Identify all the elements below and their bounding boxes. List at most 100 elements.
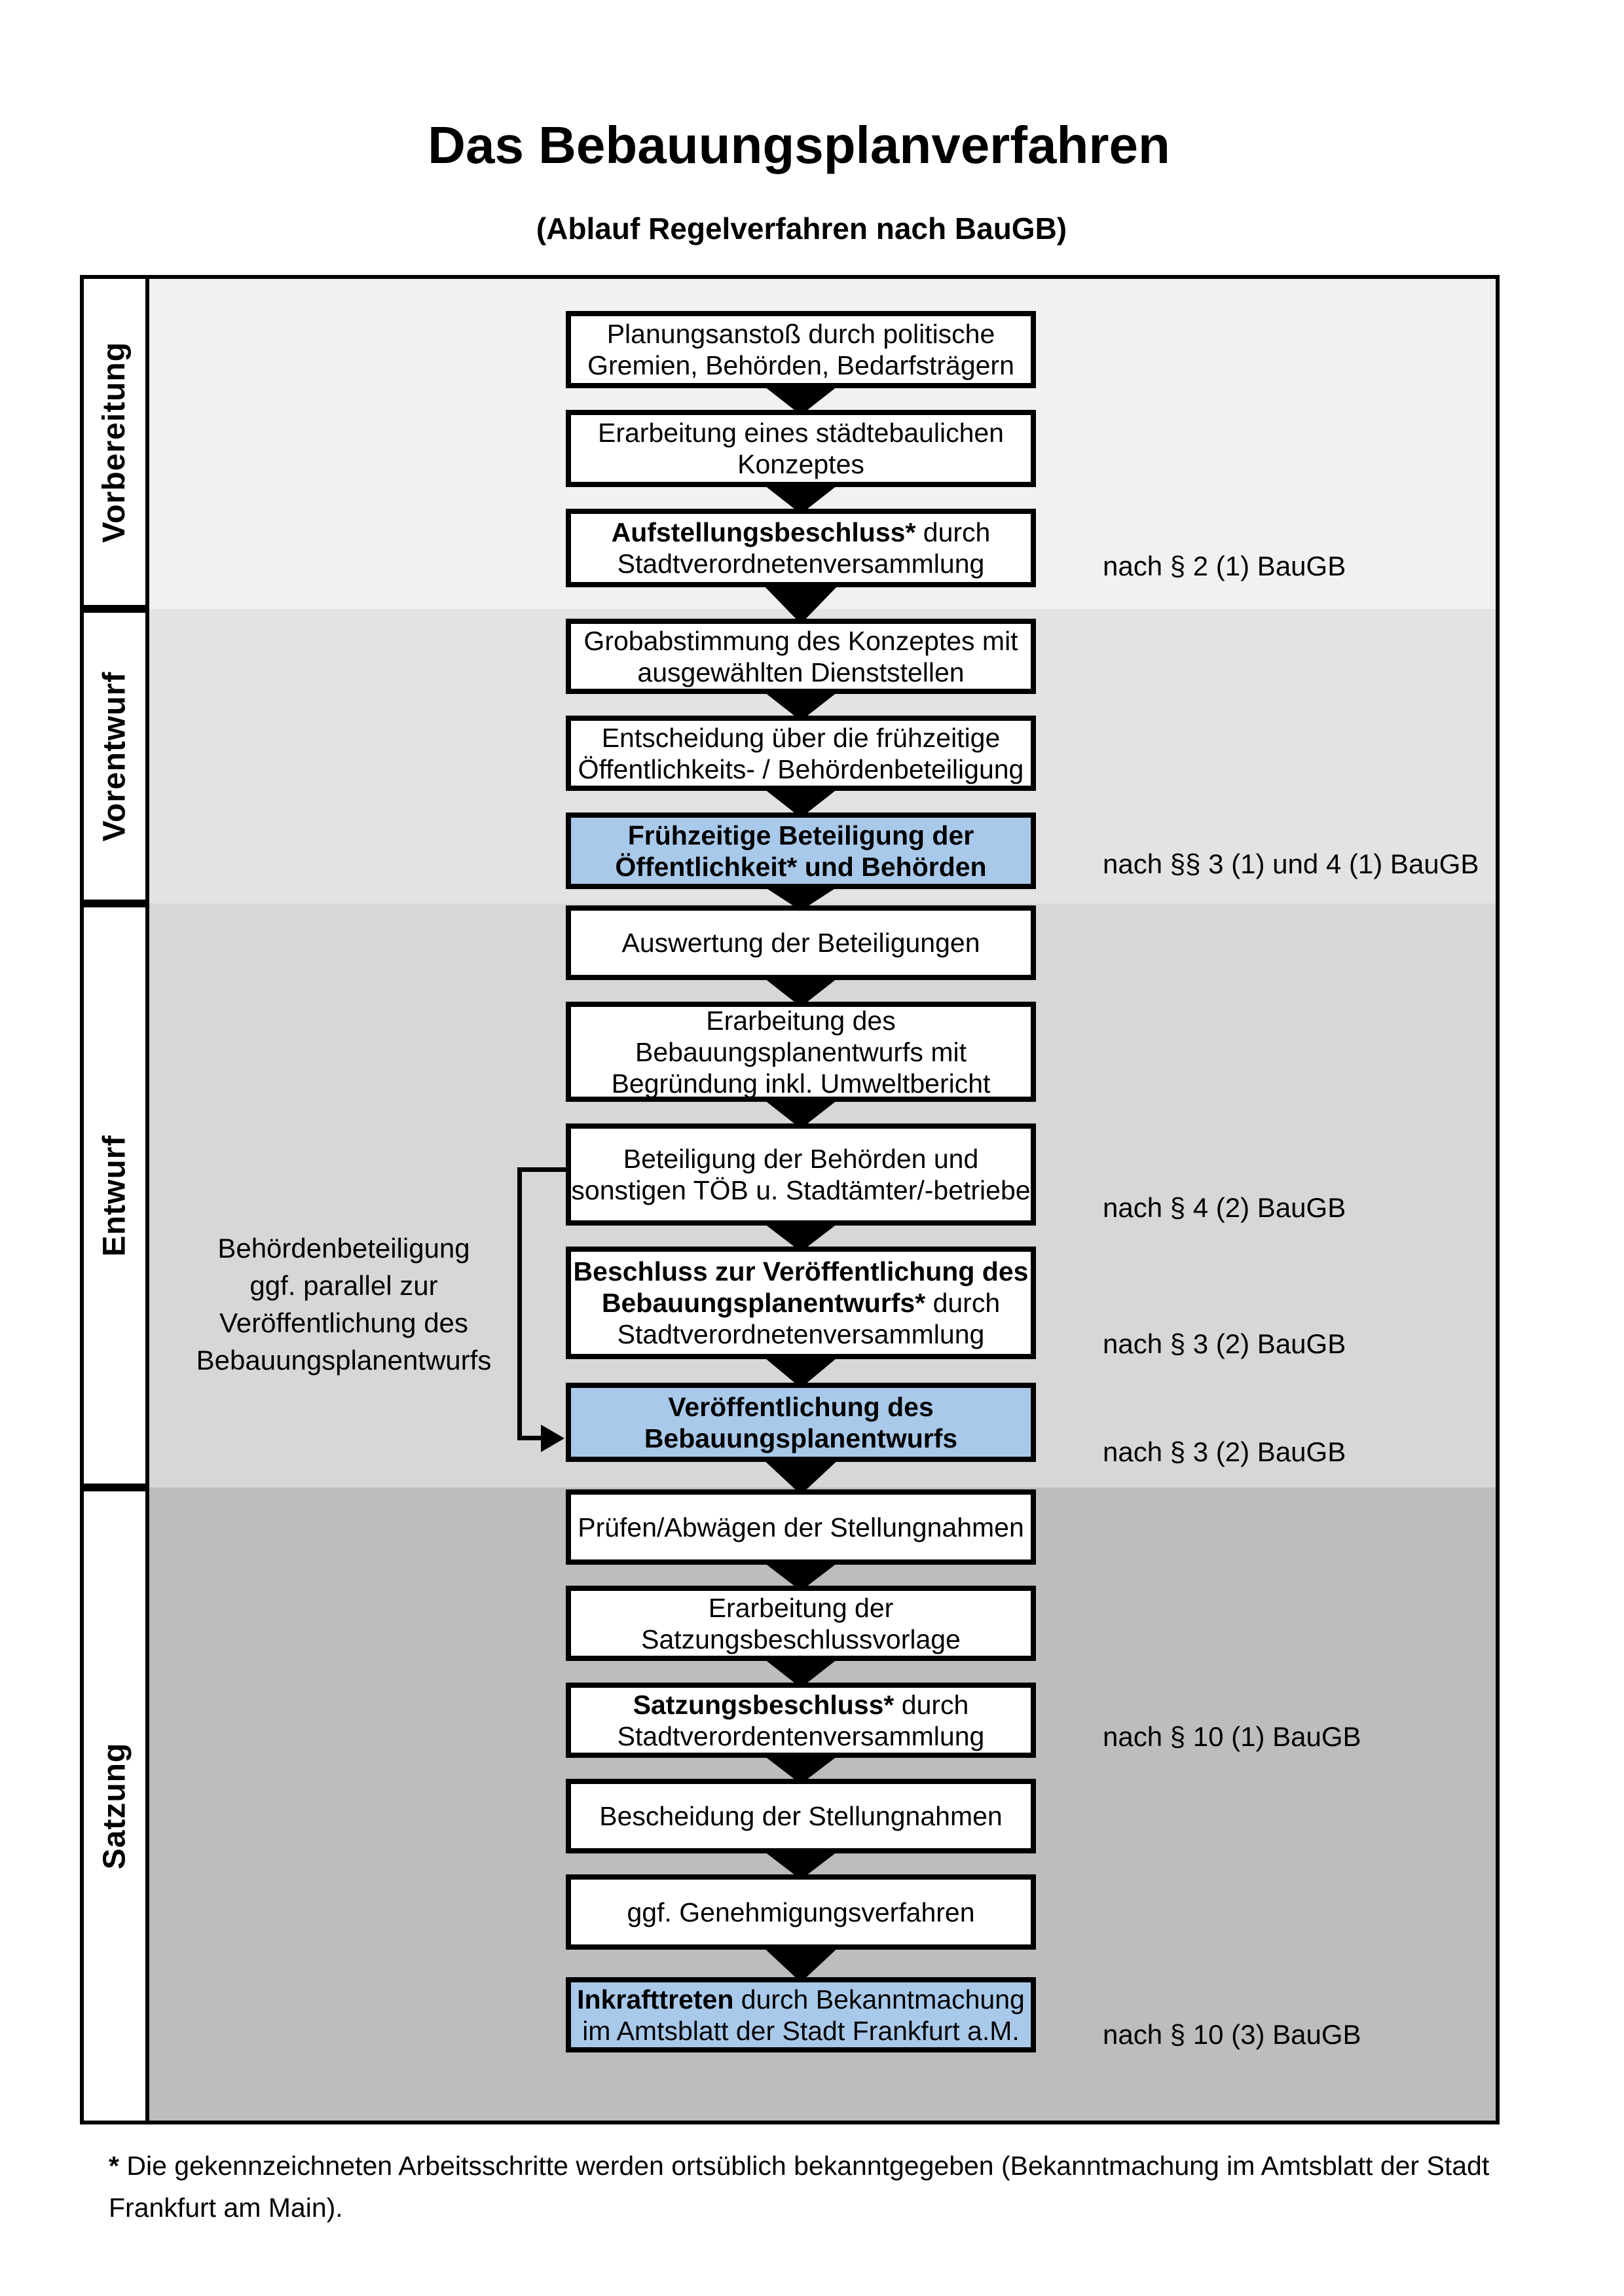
- box-line: Öffentlichkeits- / Behördenbeteiligung: [578, 754, 1024, 785]
- down-arrow-icon: [762, 1850, 840, 1880]
- legal-ref-b17: nach § 10 (3) BauGB: [1103, 2019, 1361, 2050]
- legal-ref-b11: nach § 3 (2) BauGB: [1103, 1436, 1346, 1467]
- flow-box-b15: Bescheidung der Stellungnahmen: [566, 1779, 1036, 1853]
- flow-box-b16: ggf. Genehmigungsverfahren: [566, 1874, 1036, 1950]
- text-segment: Frühzeitige Beteiligung der: [627, 820, 974, 850]
- phase-label-cell-satzung: Satzung: [80, 1487, 149, 2124]
- text-segment: im Amtsblatt der Stadt Frankfurt a.M.: [582, 2015, 1020, 2046]
- box-line: Beschluss zur Veröffentlichung des: [574, 1256, 1029, 1287]
- parallel-note-line: Bebauungsplanentwurfs: [196, 1345, 492, 1376]
- box-line: sonstigen TÖB u. Stadtämter/-betriebe: [571, 1175, 1030, 1206]
- flow-box-b12: Prüfen/Abwägen der Stellungnahmen: [566, 1489, 1036, 1565]
- text-segment: Stadtverordentenversammlung: [617, 1721, 985, 1751]
- legal-ref-b10: nach § 3 (2) BauGB: [1103, 1328, 1346, 1359]
- text-segment: Beteiligung der Behörden und: [623, 1144, 979, 1174]
- text-segment: Gremien, Behörden, Bedarfsträgern: [587, 350, 1014, 380]
- text-segment: Entscheidung über die frühzeitige: [601, 722, 1001, 753]
- footnote-line: Frankfurt am Main).: [109, 2187, 1562, 2229]
- text-segment: Auswertung der Beteiligungen: [621, 928, 980, 958]
- down-arrow-icon: [762, 1946, 840, 1982]
- box-line: Stadtverordnetenversammlung: [618, 1319, 985, 1350]
- down-arrow-icon: [762, 690, 840, 721]
- box-line: Veröffentlichung des: [668, 1391, 934, 1423]
- box-line: Inkrafttreten durch Bekanntmachung: [577, 1984, 1025, 2015]
- text-segment: Bebauungsplanentwurfs: [644, 1423, 958, 1453]
- text-segment: Inkrafttreten: [577, 1984, 734, 2014]
- text-segment: Bebauungsplanentwurfs*: [601, 1288, 926, 1318]
- text-segment: Stadtverordnetenversammlung: [617, 549, 985, 579]
- page-subtitle: (Ablauf Regelverfahren nach BauGB): [536, 211, 1067, 246]
- bracket-top-line: [517, 1167, 566, 1172]
- down-arrow-icon: [762, 1222, 840, 1252]
- flow-box-b7: Auswertung der Beteiligungen: [566, 905, 1036, 980]
- box-line: Stadtverordnetenversammlung: [618, 548, 985, 579]
- down-arrow-icon: [762, 1657, 840, 1688]
- parallel-note-line: ggf. parallel zur: [249, 1270, 438, 1301]
- box-line: Bescheidung der Stellungnahmen: [599, 1800, 1002, 1832]
- box-line: Satzungsbeschluss* durch: [633, 1689, 969, 1721]
- box-line: Bebauungsplanentwurfs mit: [635, 1036, 967, 1068]
- down-arrow-icon: [762, 1754, 840, 1784]
- box-line: Prüfen/Abwägen der Stellungnahmen: [578, 1512, 1024, 1543]
- text-segment: ausgewählten Dienststellen: [637, 657, 965, 687]
- footnote-line: * Die gekennzeichneten Arbeitsschritte w…: [109, 2145, 1562, 2187]
- box-line: Grobabstimmung des Konzeptes mit: [583, 625, 1018, 657]
- box-line: Öffentlichkeit* und Behörden: [615, 851, 986, 883]
- text-segment: Satzungsbeschlussvorlage: [641, 1624, 961, 1654]
- down-arrow-icon: [762, 483, 840, 514]
- phase-label-cell-vorentwurf: Vorentwurf: [80, 609, 149, 903]
- down-arrow-icon: [762, 1355, 840, 1388]
- text-segment: durch: [894, 1689, 969, 1720]
- down-arrow-icon: [762, 787, 840, 818]
- text-segment: Aufstellungsbeschluss*: [611, 517, 916, 547]
- phase-label-cell-entwurf: Entwurf: [80, 903, 149, 1487]
- down-arrow-icon: [762, 885, 840, 911]
- footnote: * Die gekennzeichneten Arbeitsschritte w…: [109, 2145, 1562, 2229]
- box-line: Bebauungsplanentwurfs* durch: [602, 1287, 1000, 1319]
- box-line: Erarbeitung der: [709, 1592, 894, 1624]
- text-segment: Grobabstimmung des Konzeptes mit: [583, 625, 1018, 656]
- text-segment: Erarbeitung eines städtebaulichen: [598, 418, 1004, 448]
- text-segment: Öffentlichkeits- / Behördenbeteiligung: [578, 754, 1024, 784]
- text-segment: Erarbeitung der: [708, 1592, 894, 1623]
- text-segment: durch: [925, 1288, 1001, 1318]
- phase-label-vorentwurf: Vorentwurf: [97, 671, 132, 841]
- box-line: ausgewählten Dienststellen: [637, 657, 964, 688]
- text-segment: Erarbeitung des: [706, 1005, 896, 1036]
- phase-label-cell-vorbereitung: Vorbereitung: [80, 275, 149, 609]
- parallel-note-line: Behördenbeteiligung: [217, 1233, 470, 1264]
- text-segment: Frankfurt am Main).: [109, 2193, 343, 2223]
- box-line: Beteiligung der Behörden und: [623, 1143, 979, 1175]
- down-arrow-icon: [762, 1098, 840, 1129]
- text-segment: *: [109, 2151, 119, 2181]
- text-segment: durch: [915, 517, 991, 547]
- text-segment: Veröffentlichung des: [668, 1391, 934, 1422]
- text-segment: Konzeptes: [737, 449, 864, 479]
- legal-ref-b6: nach §§ 3 (1) und 4 (1) BauGB: [1103, 848, 1479, 879]
- box-line: Frühzeitige Beteiligung der: [628, 820, 974, 851]
- text-segment: Planungsanstoß durch politische: [606, 319, 995, 349]
- box-line: Erarbeitung des: [706, 1005, 895, 1036]
- box-line: Auswertung der Beteiligungen: [621, 927, 980, 958]
- box-line: Satzungsbeschlussvorlage: [641, 1624, 961, 1655]
- page-title: Das Bebauungsplanverfahren: [428, 116, 1170, 174]
- text-segment: Stadtverordnetenversammlung: [617, 1319, 985, 1349]
- bracket-bottom-line: [517, 1436, 544, 1440]
- box-line: Aufstellungsbeschluss* durch: [612, 517, 991, 548]
- down-arrow-icon: [762, 1458, 840, 1495]
- legal-ref-b14: nach § 10 (1) BauGB: [1103, 1721, 1361, 1752]
- down-arrow-icon: [762, 1561, 840, 1591]
- parallel-note-line: Veröffentlichung des: [219, 1307, 468, 1338]
